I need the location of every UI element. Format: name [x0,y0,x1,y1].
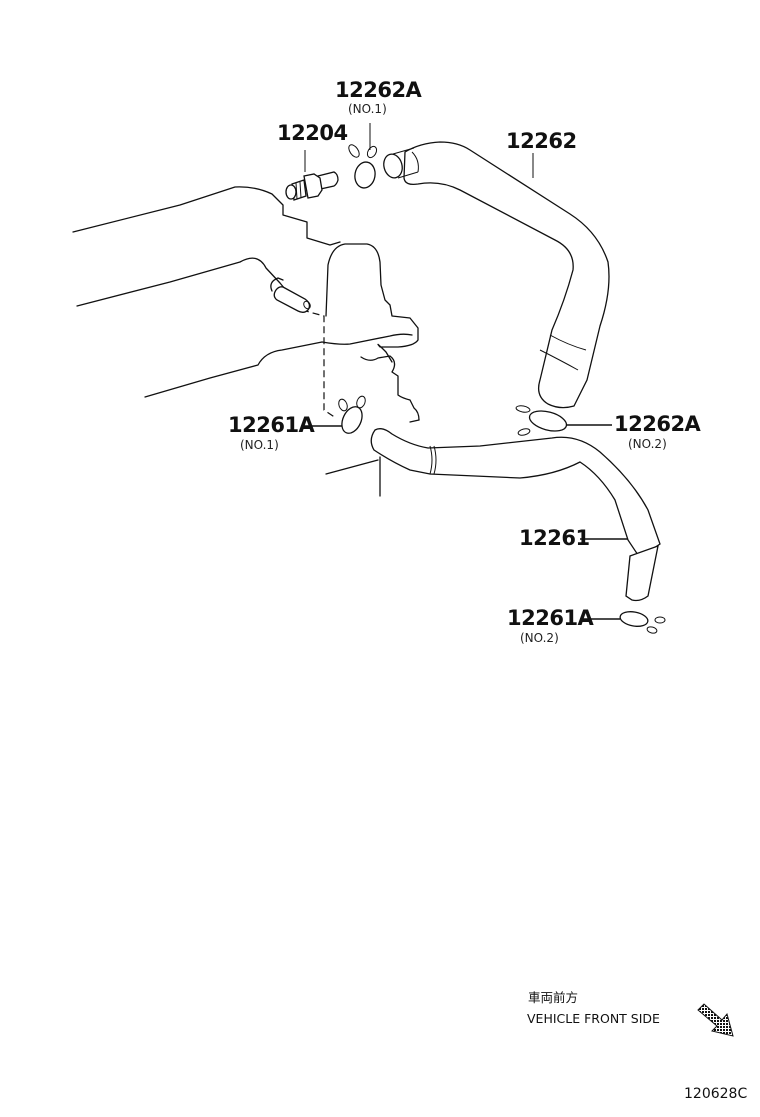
part-label-12262A-no1[interactable]: 12262A [335,78,422,102]
part-label-12262[interactable]: 12262 [506,129,577,153]
part-qualifier-no2: (NO.2) [628,437,667,451]
part-label-12204[interactable]: 12204 [277,121,348,145]
part-label-12261[interactable]: 12261 [519,526,590,550]
pcv-valve-12204 [285,150,339,201]
part-qualifier-no1: (NO.1) [348,102,387,116]
clamp-12261A-no1 [301,395,366,434]
part-label-12262A-no2[interactable]: 12262A [614,412,701,436]
orientation-note-english: VEHICLE FRONT SIDE [527,1011,660,1026]
part-label-12261A-no1[interactable]: 12261A [228,413,315,437]
hose-12262 [383,141,610,409]
clamp-12262A-no2 [515,405,612,436]
clamp-12261A-no2 [580,611,666,634]
part-label-12261A-no2[interactable]: 12261A [507,606,594,630]
arrow-down-right-icon [697,1003,734,1037]
part-qualifier-no2: (NO.2) [520,631,559,645]
diagram-id: 120628C [684,1086,748,1102]
hose-12261 [370,428,661,602]
part-qualifier-no1: (NO.1) [240,438,279,452]
engine-head-cover-outline [72,186,420,497]
clamp-12262A-no1 [348,123,378,189]
orientation-note-japanese: 車両前方 [528,990,579,1005]
